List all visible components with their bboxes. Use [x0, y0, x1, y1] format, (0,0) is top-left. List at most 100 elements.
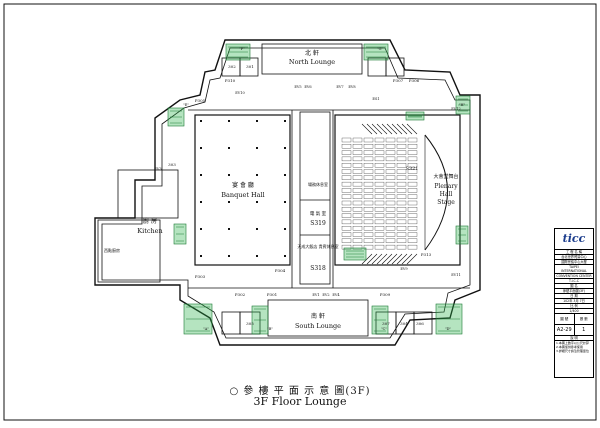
plenary-stage-en3: Stage [437, 199, 455, 206]
seat-row [374, 232, 385, 237]
seat-row [374, 244, 385, 250]
balcony-seat [366, 253, 378, 265]
seat-row [352, 219, 363, 225]
balcony-seat [366, 123, 378, 135]
seat-row [396, 207, 407, 212]
seat-row [341, 188, 352, 193]
seat-row [374, 219, 385, 225]
plenary-stage-en1: Plenary [434, 183, 458, 190]
elevator-ev10: EV10 [235, 91, 245, 95]
seat-row [341, 169, 352, 174]
seat-row [352, 137, 363, 143]
seat-row [396, 150, 407, 155]
seat-row [385, 232, 396, 237]
north-lounge-en: North Lounge [289, 58, 335, 66]
banquet-column [256, 201, 258, 203]
balcony-seat [401, 123, 413, 135]
seat-row [407, 163, 418, 168]
seat-row [407, 150, 418, 155]
seat-row [363, 213, 374, 218]
balcony-seat [371, 123, 383, 135]
seat-row [352, 156, 363, 162]
banquet-column [284, 120, 286, 122]
room-302: 302 [228, 64, 236, 69]
seat-row [352, 181, 363, 187]
balcony-seat [381, 253, 393, 265]
notes-text: 1.本圖上數字以公尺計算 2.本圖僅供參考使用 3.詳細尺寸請洽管理單位 [556, 341, 589, 353]
seat-row [363, 232, 374, 237]
seat-row [363, 169, 374, 174]
balcony-seat [396, 253, 408, 265]
balcony-seat [371, 253, 383, 265]
seat-row [363, 137, 374, 143]
seat-row [341, 144, 352, 149]
south-lounge-en: South Lounge [295, 322, 341, 330]
seat-row [385, 163, 396, 168]
seat-row [396, 232, 407, 237]
seat-row [352, 194, 363, 199]
room-s321: S321 [406, 166, 419, 172]
seat-row [385, 207, 396, 212]
seat-row [385, 175, 396, 180]
electrical-room-zh: 電 氣 室 [310, 210, 327, 217]
restroom-blocks [167, 43, 471, 335]
seat-row [396, 181, 407, 187]
seat-row [352, 232, 363, 237]
balcony-seat [361, 253, 373, 265]
seat-row [363, 194, 374, 199]
seat-row [352, 238, 363, 243]
drawing-no-label: 圖 號 [555, 314, 575, 324]
vip-room: 天成大飯店 貴賓休息室 [297, 243, 338, 249]
seat-row [385, 219, 396, 225]
seat-row [363, 238, 374, 243]
seat-row [341, 137, 352, 143]
seat-row [341, 213, 352, 218]
seat-row [407, 194, 418, 199]
drawing-title-en: 3F Floor Lounge [253, 395, 347, 408]
seat-row [385, 156, 396, 162]
seat-row [396, 175, 407, 180]
seat-row [363, 188, 374, 193]
seat-row [363, 207, 374, 212]
stair-a: "A" [203, 327, 209, 331]
banquet-column [228, 120, 230, 122]
stair-e: "E" [183, 103, 189, 107]
banquet-column [200, 120, 202, 122]
seat-row [385, 238, 396, 243]
room-p305: P305 [195, 98, 206, 103]
kitchen-en: Kitchen [137, 227, 162, 235]
banquet-column [200, 255, 202, 257]
escalator-es1: ES1 [372, 97, 379, 101]
seat-row [374, 207, 385, 212]
banquet-column [284, 255, 286, 257]
seat-row [396, 188, 407, 193]
banquet-hall-en: Banquet Hall [221, 191, 264, 199]
seat-row [352, 175, 363, 180]
project-name-en2: CONVENTION CENTER [555, 274, 593, 279]
seat-row [341, 181, 352, 187]
seat-row [407, 238, 418, 243]
number-header-row: 圖 號 張 數 [555, 314, 593, 325]
stair-d: "D" [445, 327, 451, 331]
project-name-zh1: 台北世界貿易中心 [555, 255, 593, 260]
seat-row [341, 163, 352, 168]
seat-row [363, 200, 374, 206]
sheet-count-label: 張 數 [579, 316, 588, 321]
seat-row [385, 226, 396, 231]
balcony-seat [361, 123, 373, 135]
banquet-column [256, 120, 258, 122]
balcony-seat [406, 253, 418, 265]
banquet-column [228, 255, 230, 257]
room-p307: P307 [393, 78, 404, 83]
seat-row [407, 144, 418, 149]
seat-row [363, 163, 374, 168]
seat-row [363, 175, 374, 180]
banquet-column [228, 228, 230, 230]
seat-row [407, 169, 418, 174]
plenary-stage-en2: Hall [440, 191, 453, 198]
seat-row [352, 200, 363, 206]
banquet-hall-zh: 宴 會 廳 [232, 181, 254, 189]
seat-row [374, 150, 385, 155]
seat-row [352, 150, 363, 155]
seat-row [374, 200, 385, 206]
